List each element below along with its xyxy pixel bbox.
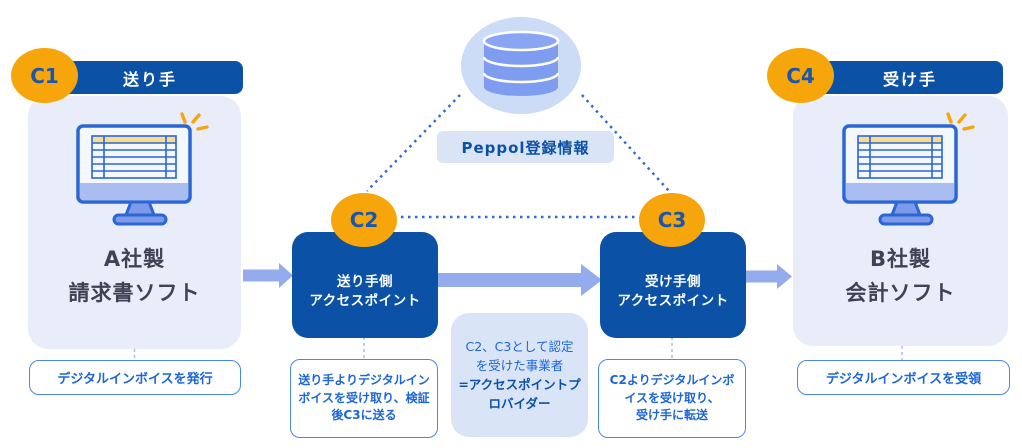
badge-c3-label: C3 <box>657 208 687 232</box>
sender-title: A社製 請求書ソフト <box>28 242 241 310</box>
sparkle-icon <box>946 112 975 131</box>
sender-header-label: 送り手 <box>122 69 177 89</box>
sender-note-text: デジタルインボイスを発行 <box>57 372 213 387</box>
arrow-c2-to-c3 <box>438 264 602 296</box>
registry-label-text: Peppol登録情報 <box>461 138 590 157</box>
badge-c3: C3 <box>639 193 705 247</box>
provider-note-line2: を受けた事業者 <box>475 358 564 373</box>
database-icon <box>482 30 560 96</box>
provider-note-line1: C2、C3として認定 <box>465 339 574 354</box>
c2-label-line1: 送り手側 <box>337 274 393 290</box>
c2-label-line2: アクセスポイント <box>309 293 421 309</box>
receiver-header-label: 受け手 <box>882 69 937 89</box>
accounting-software-icon <box>842 112 975 226</box>
receiver-title: B社製 会計ソフト <box>793 242 1008 310</box>
arrow-sender-to-c2 <box>243 263 293 288</box>
receiver-note-text: デジタルインボイスを受領 <box>825 372 982 387</box>
sender-title-line2: 請求書ソフト <box>68 281 201 305</box>
receiver-title-line1: B社製 <box>869 247 931 271</box>
c3-label-line1: 受け手側 <box>645 274 701 290</box>
provider-note: C2、C3として認定 を受けた事業者 =アクセスポイントプ ロバイダー <box>451 313 588 437</box>
receiver-title-line2: 会計ソフト <box>845 281 956 305</box>
access-point-c3-box: 受け手側 アクセスポイント <box>600 232 746 338</box>
arrow-c3-to-receiver <box>741 264 792 289</box>
provider-note-line4: ロバイダー <box>488 396 551 411</box>
badge-c2-label: C2 <box>349 208 379 232</box>
badge-c2: C2 <box>331 193 397 247</box>
c3-note: C2よりデジタルインボ イスを受け取り、 受け手に転送 <box>598 359 746 438</box>
receiver-note: デジタルインボイスを受領 <box>797 360 1010 395</box>
c2-note: 送り手よりデジタルイン ボイスを受け取り、検証 後C3に送る <box>290 359 438 438</box>
sender-header: 送り手 <box>57 61 243 94</box>
sparkle-icon <box>180 112 209 131</box>
c3-note-line3: 受け手に転送 <box>635 408 708 423</box>
c2-note-line2: ボイスを受け取り、検証 <box>298 390 430 405</box>
registry-label: Peppol登録情報 <box>437 131 614 163</box>
badge-c4-label: C4 <box>786 63 815 88</box>
c3-note-line1: C2よりデジタルインボ <box>609 373 735 388</box>
c3-note-line2: イスを受け取り、 <box>624 390 720 405</box>
badge-c1-label: C1 <box>30 63 59 88</box>
badge-c4: C4 <box>767 48 834 103</box>
c2-note-line1: 送り手よりデジタルイン <box>298 373 430 388</box>
invoice-software-icon <box>76 112 209 226</box>
sender-note: デジタルインボイスを発行 <box>29 360 241 395</box>
provider-note-line3: =アクセスポイントプ <box>458 377 581 392</box>
access-point-c2-box: 送り手側 アクセスポイント <box>292 232 438 338</box>
c3-label-line2: アクセスポイント <box>617 293 729 309</box>
badge-c1: C1 <box>11 48 78 103</box>
sender-title-line1: A社製 <box>103 247 166 271</box>
receiver-header: 受け手 <box>817 61 1003 94</box>
c2-note-line3: 後C3に送る <box>331 408 397 423</box>
